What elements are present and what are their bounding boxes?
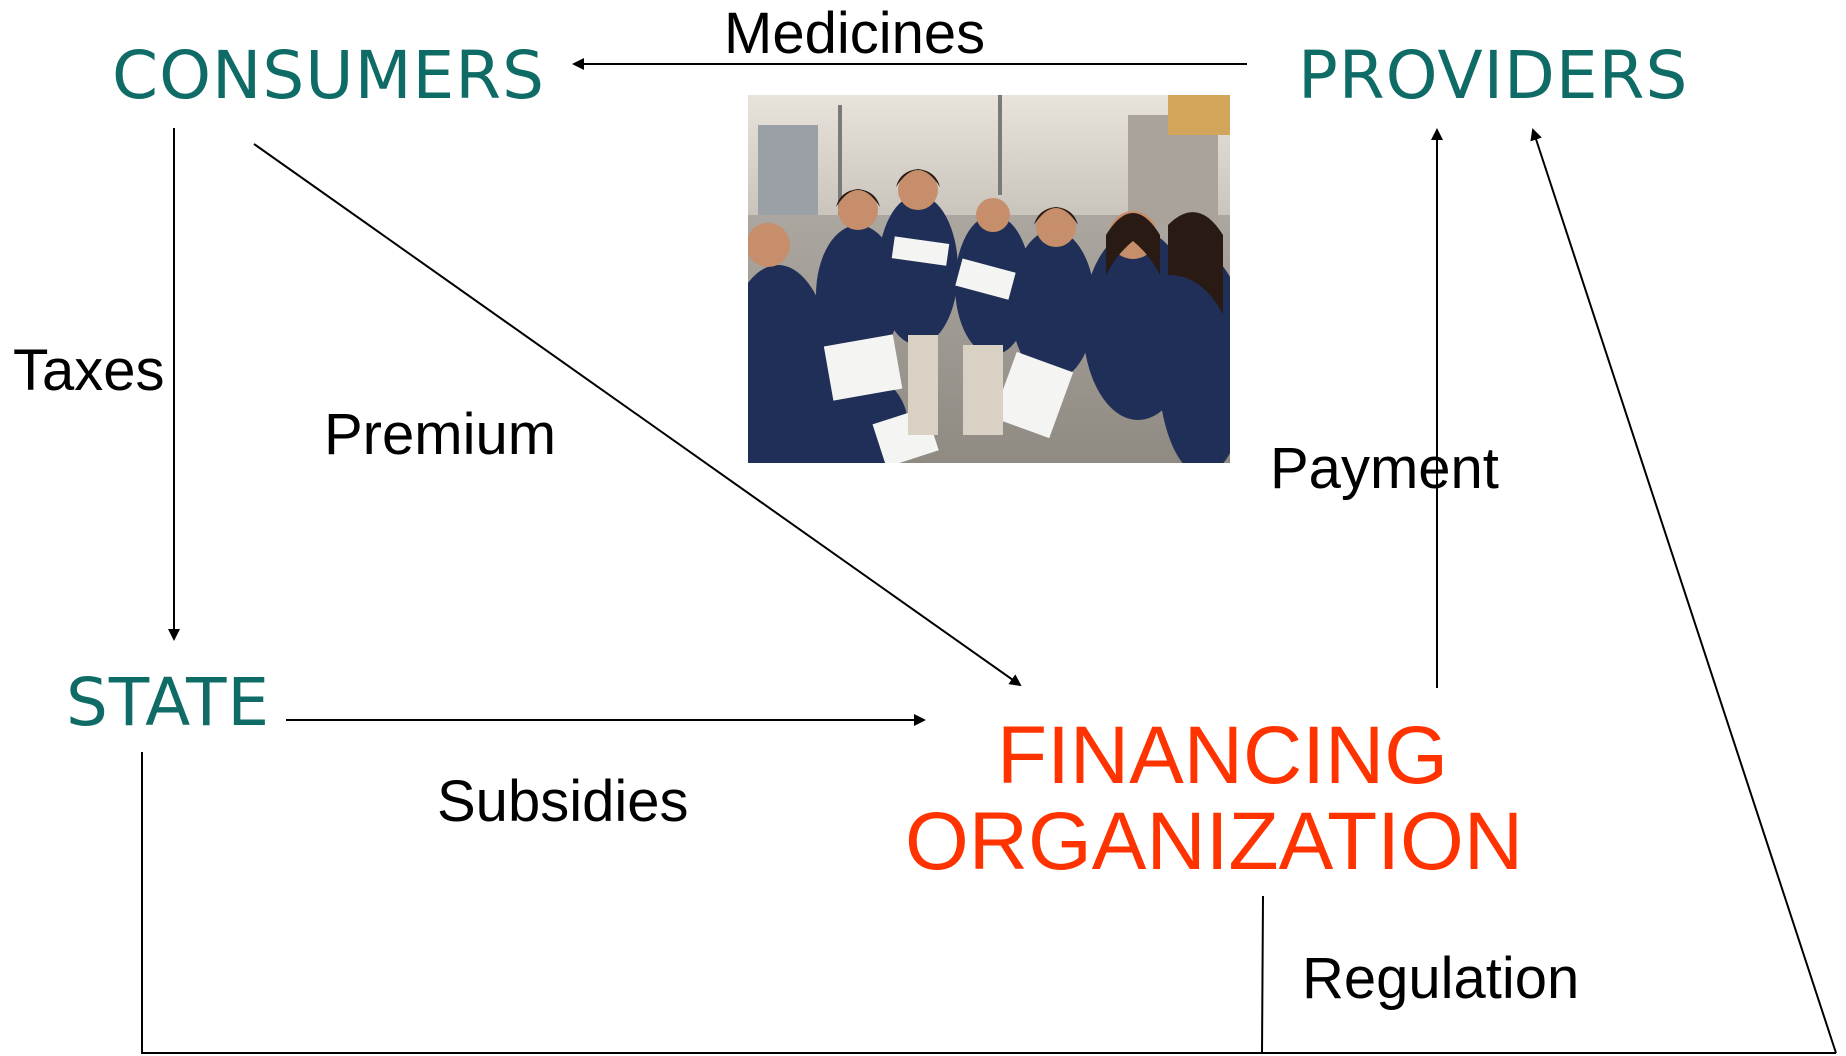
financing-line-2: ORGANIZATION bbox=[905, 796, 1524, 888]
label-payment: Payment bbox=[1270, 436, 1499, 501]
regulation-from-financing bbox=[1261, 895, 1264, 1054]
arrow-regulation-providers bbox=[1530, 128, 1837, 1054]
regulation-loop bbox=[141, 752, 1836, 1054]
label-premium: Premium bbox=[324, 402, 557, 467]
label-subsidies: Subsidies bbox=[437, 769, 689, 834]
label-medicines: Medicines bbox=[724, 1, 986, 66]
arrow-premium bbox=[253, 143, 1022, 687]
label-regulation: Regulation bbox=[1302, 946, 1580, 1011]
label-taxes: Taxes bbox=[13, 338, 165, 403]
workers-photo-illustration bbox=[748, 95, 1230, 463]
node-consumers: CONSUMERS bbox=[112, 37, 546, 114]
node-financing-organization: FINANCING ORGANIZATION bbox=[905, 710, 1524, 888]
financing-line-1: FINANCING bbox=[997, 710, 1448, 801]
node-providers: PROVIDERS bbox=[1298, 37, 1689, 114]
workers-photo bbox=[748, 95, 1230, 463]
node-state: STATE bbox=[66, 664, 271, 741]
